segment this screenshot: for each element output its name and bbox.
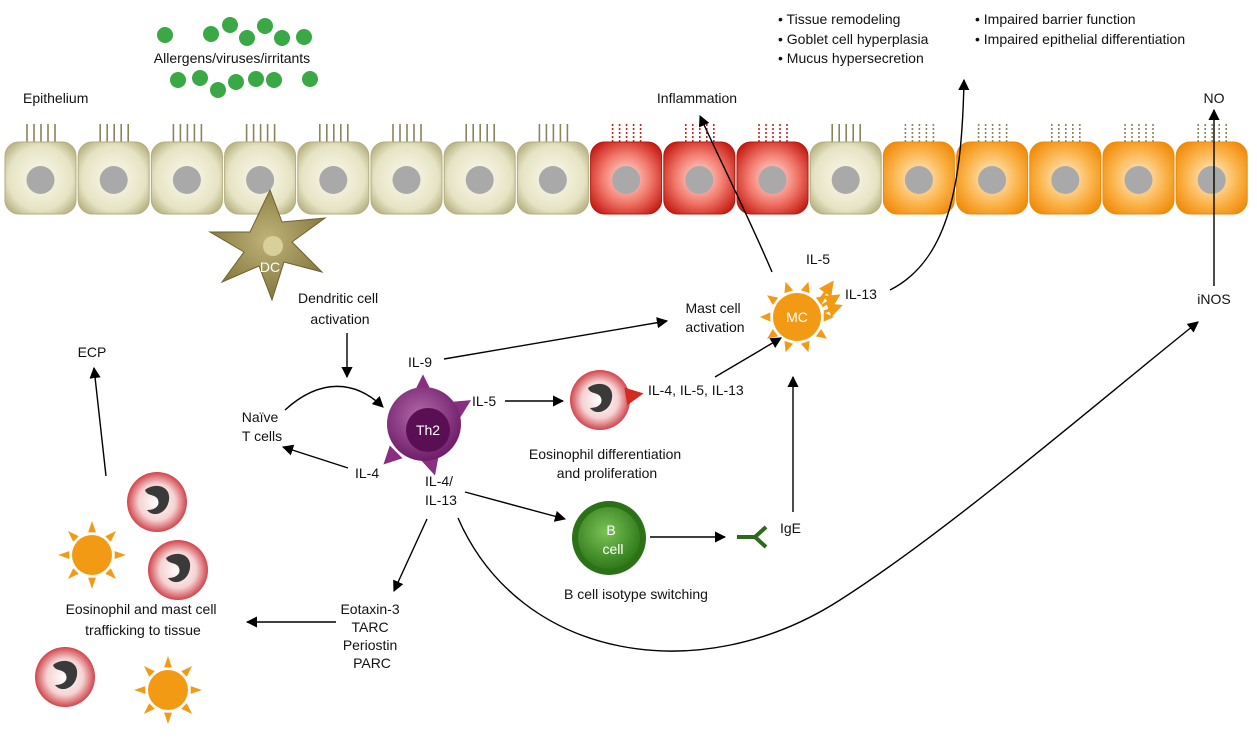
epithelial-cell-impaired	[1102, 124, 1175, 215]
mast-activation-label: Mast cell activation	[685, 300, 744, 335]
arrow-to-ecp	[89, 366, 107, 477]
effects-list-right: • Impaired barrier function • Impaired e…	[975, 11, 1185, 47]
naive-t-cells-label: Naïve T cells	[242, 409, 282, 444]
epithelial-cell-normal	[516, 124, 589, 215]
epithelial-cell-normal	[77, 124, 150, 215]
epithelial-cell-impaired	[1175, 124, 1248, 215]
allergen-particles	[157, 17, 318, 98]
th2-cell: Th2	[383, 374, 472, 476]
arrow-il4-to-naive	[281, 444, 349, 469]
epithelial-cell-normal	[4, 124, 77, 215]
effect-item: • Mucus hypersecretion	[778, 50, 924, 66]
epithelial-cell-normal	[150, 124, 223, 215]
mast-cell-small	[134, 656, 202, 724]
mast-cell-small	[58, 521, 126, 589]
eos-cytokines-label: IL-4, IL-5, IL-13	[648, 382, 744, 398]
allergen-particle	[210, 82, 226, 98]
epithelial-cell-inflamed	[736, 124, 809, 215]
inflammation-label: Inflammation	[657, 90, 737, 106]
allergen-particle	[274, 30, 290, 46]
allergens-label: Allergens/viruses/irritants	[154, 50, 310, 66]
th2-label: Th2	[416, 422, 440, 438]
epithelial-cell-normal	[809, 124, 882, 215]
epithelium-layer	[4, 124, 1248, 215]
b-cell: B cell	[572, 501, 646, 575]
epithelial-cell-normal	[224, 124, 297, 215]
il9-label: IL-9	[408, 354, 432, 370]
epithelial-cell-impaired	[1029, 124, 1102, 215]
allergen-particle	[266, 72, 282, 88]
epithelial-cell-impaired	[882, 124, 955, 215]
effect-item: • Tissue remodeling	[778, 11, 900, 27]
allergen-particle	[222, 17, 238, 33]
allergen-particle	[192, 70, 208, 86]
mc-il5-label: IL-5	[806, 251, 830, 267]
effects-list-left: • Tissue remodeling • Goblet cell hyperp…	[778, 11, 929, 66]
trafficking-label: Eosinophil and mast cell trafficking to …	[66, 601, 221, 638]
eosinophil-center	[570, 370, 644, 430]
no-label: NO	[1204, 90, 1225, 106]
allergen-particle	[302, 71, 318, 87]
dc-label: DC	[260, 259, 280, 275]
eosinophil-small	[148, 540, 208, 600]
epithelial-cell-normal	[297, 124, 370, 215]
ecp-label: ECP	[78, 344, 107, 360]
allergen-particle	[170, 72, 186, 88]
b-cell-label: B cell	[602, 522, 623, 557]
mc-il13-label: IL-13	[845, 286, 877, 302]
trafficking-cells	[35, 472, 208, 724]
effect-item: • Impaired barrier function	[975, 11, 1136, 27]
th2-il5-label: IL-5	[472, 393, 496, 409]
allergen-particle	[257, 18, 273, 34]
effect-item: • Impaired epithelial differentiation	[975, 31, 1185, 47]
epithelial-cell-inflamed	[663, 124, 736, 215]
arrow-il13-to-chemokines	[393, 518, 428, 593]
b-switch-label: B cell isotype switching	[564, 586, 708, 602]
eos-diff-label: Eosinophil differentiation and prolifera…	[529, 446, 685, 481]
arrow-il13-to-inos	[457, 321, 1199, 652]
allergen-particle	[248, 71, 264, 87]
eosinophil-small	[127, 472, 187, 532]
epithelial-cell-inflamed	[590, 124, 663, 215]
epithelium-label: Epithelium	[23, 90, 88, 106]
allergen-particle	[296, 29, 312, 45]
allergen-particle	[157, 27, 173, 43]
il4-il13-label: IL-4/ IL-13	[425, 473, 457, 508]
arrow-eos-to-mc	[714, 337, 782, 378]
arrow-mc-to-inflammation	[699, 114, 773, 273]
arrow-il13-to-bcell	[464, 491, 567, 522]
th2-il4-label: IL-4	[355, 465, 379, 481]
ige-label: IgE	[780, 520, 801, 536]
allergen-particle	[239, 30, 255, 46]
eosinophil-small	[35, 647, 95, 707]
inos-label: iNOS	[1197, 291, 1230, 307]
allergen-particle	[203, 26, 219, 42]
arrow-naive-to-th2	[284, 385, 384, 411]
dendritic-cell: DC	[208, 188, 327, 302]
mc-label: MC	[786, 309, 808, 325]
allergen-particle	[228, 74, 244, 90]
arrow-il13-to-remodeling	[889, 78, 970, 291]
dc-activation-label: Dendritic cell activation	[298, 290, 382, 327]
epithelial-cell-normal	[370, 124, 443, 215]
chemokines-label: Eotaxin-3 TARC Periostin PARC	[340, 601, 403, 671]
effect-item: • Goblet cell hyperplasia	[778, 31, 929, 47]
epithelial-cell-normal	[443, 124, 516, 215]
epithelial-cell-impaired	[956, 124, 1029, 215]
arrow-il9-to-mast	[443, 317, 669, 360]
mast-cell	[760, 280, 843, 353]
ige-icon	[737, 525, 768, 549]
